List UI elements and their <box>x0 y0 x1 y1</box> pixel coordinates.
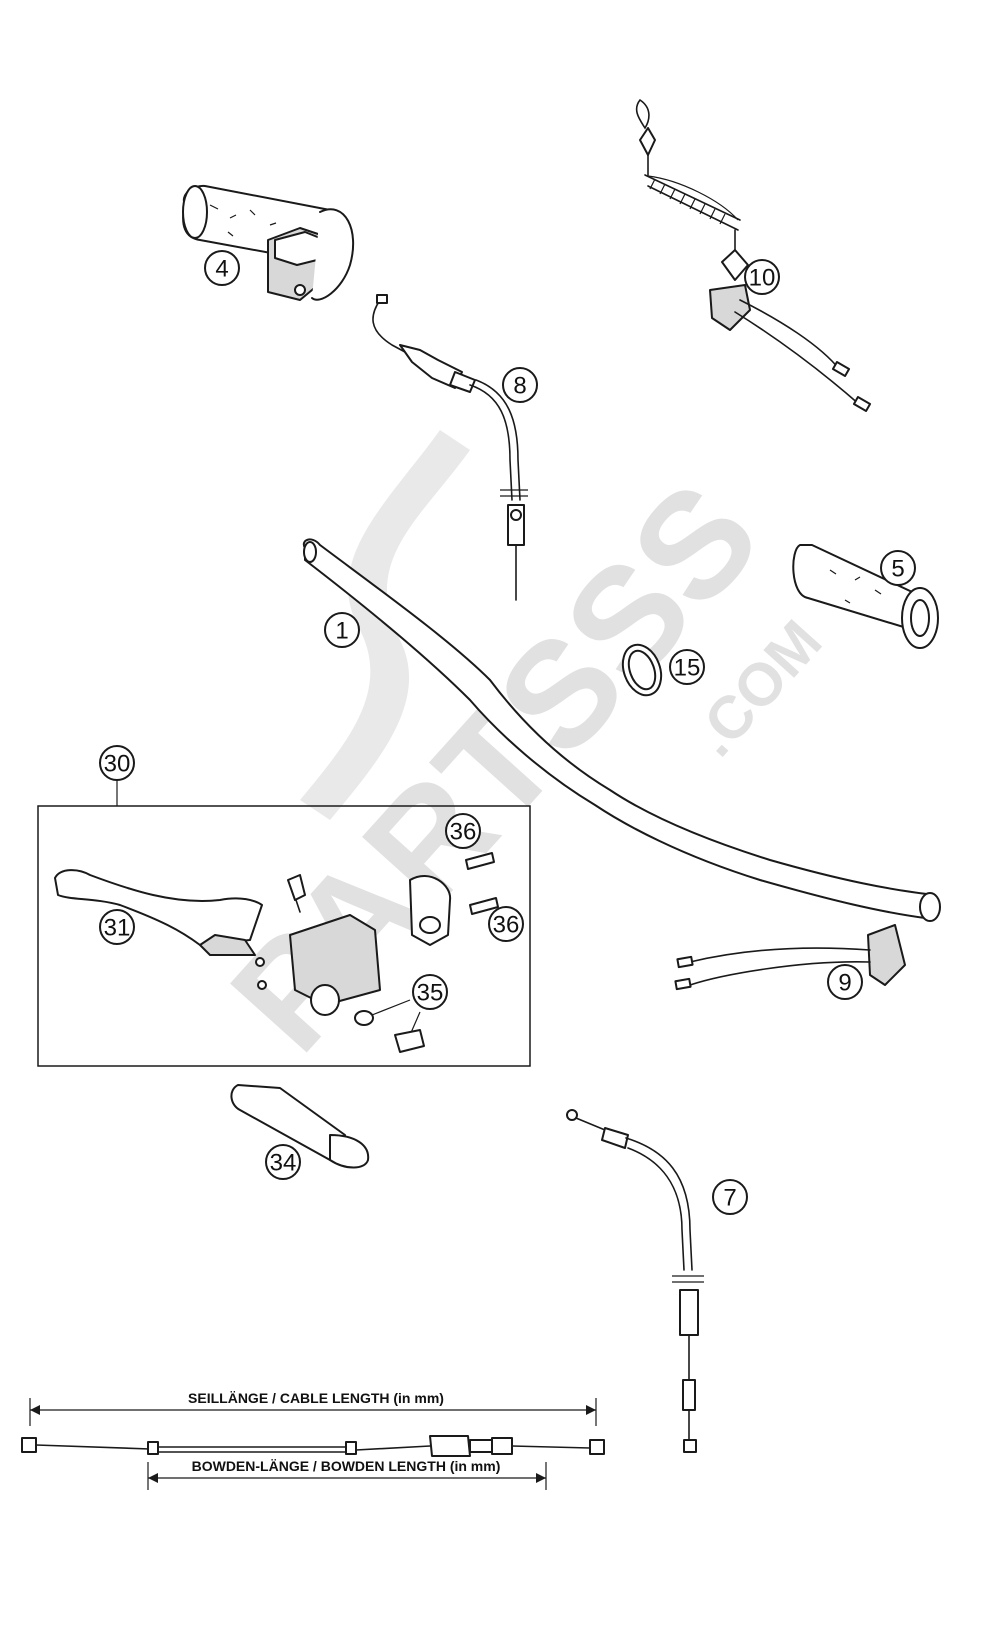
svg-text:4: 4 <box>215 256 228 283</box>
svg-text:10: 10 <box>749 265 776 292</box>
callout-9: 9 <box>827 964 863 1000</box>
callout-1: 1 <box>324 612 360 648</box>
watermark-brand: PARTSSS <box>199 451 790 1082</box>
svg-text:5: 5 <box>891 556 904 583</box>
callout-36-top: 36 <box>445 813 481 849</box>
cable-dimension-drawing: SEILLÄNGE / CABLE LENGTH (in mm) BOWDEN-… <box>21 1390 605 1490</box>
callout-36-bottom: 36 <box>488 906 524 942</box>
svg-text:1: 1 <box>335 618 348 645</box>
bowden-length-label: BOWDEN-LÄNGE / BOWDEN LENGTH (in mm) <box>192 1458 501 1474</box>
handlebar-switch <box>674 924 906 991</box>
callout-8: 8 <box>502 367 538 403</box>
handlebar <box>302 538 941 922</box>
kill-switch-lanyard <box>635 99 872 412</box>
svg-text:35: 35 <box>417 980 444 1007</box>
svg-text:15: 15 <box>674 655 701 682</box>
callout-30: 30 <box>99 745 135 781</box>
svg-text:36: 36 <box>493 912 520 939</box>
clutch-cable <box>566 1109 704 1453</box>
cable-tie <box>621 643 663 697</box>
callout-5: 5 <box>880 550 916 586</box>
callout-7: 7 <box>712 1179 748 1215</box>
svg-text:7: 7 <box>723 1185 736 1212</box>
callout-31: 31 <box>99 909 135 945</box>
svg-text:31: 31 <box>104 915 131 942</box>
svg-text:8: 8 <box>513 373 526 400</box>
svg-text:34: 34 <box>270 1150 297 1177</box>
callout-15: 15 <box>669 649 705 685</box>
throttle-grip-assembly <box>182 184 355 301</box>
lever-cover <box>230 1084 370 1169</box>
callout-34: 34 <box>265 1144 301 1180</box>
left-grip <box>792 544 939 649</box>
throttle-cable <box>372 294 528 601</box>
svg-text:30: 30 <box>104 751 131 778</box>
clutch-lever-assembly-box <box>37 780 531 1067</box>
callout-4: 4 <box>204 250 240 286</box>
svg-text:9: 9 <box>838 970 851 997</box>
callout-10: 10 <box>744 259 780 295</box>
svg-text:36: 36 <box>450 819 477 846</box>
callout-35: 35 <box>412 974 448 1010</box>
cable-length-label: SEILLÄNGE / CABLE LENGTH (in mm) <box>188 1390 444 1406</box>
